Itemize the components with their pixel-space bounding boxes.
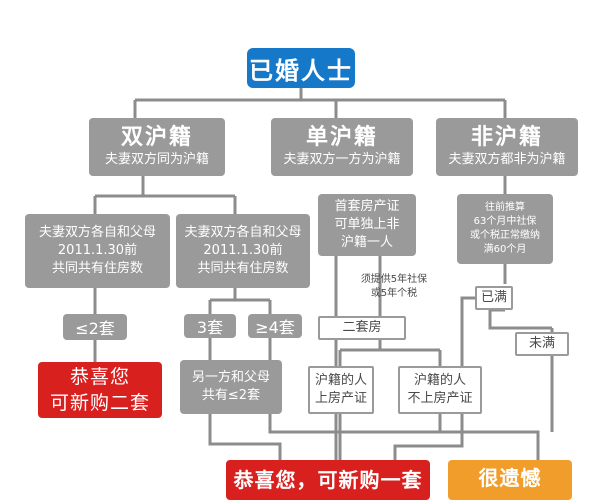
condition-single-second: 二套房: [318, 316, 406, 340]
flowchart: 已婚人士 双沪籍 夫妻双方同为沪籍 单沪籍 夫妻双方一方为沪籍 非沪籍 夫妻双方…: [25, 48, 578, 500]
condition-non-not-full: 未满: [515, 332, 569, 356]
result-sorry: 很遗憾: [448, 460, 572, 500]
condition-line: 共同共有住房数: [197, 261, 289, 276]
count-eq3: 3套: [184, 314, 236, 338]
condition-line: 或个税正常缴纳: [470, 230, 540, 241]
condition-line: 另一方和父母: [191, 370, 270, 385]
root-node: 已婚人士: [247, 48, 355, 88]
condition-double-left: 夫妻双方各自和父母 2011.1.30前 共同共有住房数: [25, 214, 170, 288]
result-line: 可新购二套: [49, 392, 150, 414]
condition-single-local: 沪籍的人 上房产证: [308, 366, 374, 414]
connector-lines: [93, 88, 554, 460]
condition-line: 上房产证: [314, 391, 367, 406]
connector-single-second: [338, 340, 442, 366]
condition-line: 往前推算: [485, 202, 525, 213]
condition-line: 共有≤2套: [201, 388, 261, 403]
note-line: 或5年个税: [370, 288, 418, 299]
condition-single-first: 首套房产证 可单独上非 沪籍一人: [318, 194, 416, 256]
condition-line: 2011.1.30前: [57, 243, 138, 258]
single-note: 须提供5年社保 或5年个税: [352, 270, 436, 304]
result-one-home: 恭喜您，可新购一套: [226, 460, 430, 500]
condition-line: 夫妻双方各自和父母: [184, 225, 302, 240]
condition-line: 夫妻双方各自和父母: [38, 225, 156, 240]
branch-desc: 夫妻双方都非为沪籍: [448, 152, 566, 167]
connector-non: [488, 176, 554, 432]
condition-line: 2011.1.30前: [203, 243, 283, 258]
branch-single-local: 单沪籍 夫妻双方一方为沪籍: [271, 118, 413, 176]
connector-non-full: [393, 296, 475, 460]
condition-line: 满60个月: [483, 244, 527, 255]
connector-double-right: [208, 288, 272, 314]
result-second-home: 恭喜您 可新购二套: [38, 362, 162, 418]
branch-desc: 夫妻双方一方为沪籍: [283, 152, 401, 167]
condition-line: 沪籍一人: [340, 235, 393, 250]
branch-desc: 夫妻双方同为沪籍: [104, 152, 209, 167]
connector-root: [133, 88, 507, 118]
condition-line: 可单独上非: [334, 217, 400, 232]
condition-non-full: 已满: [475, 286, 513, 310]
branch-title: 非沪籍: [470, 125, 543, 150]
count-ge4: ≥4套: [248, 314, 302, 338]
branch-title: 双沪籍: [120, 125, 193, 150]
condition-double-right: 夫妻双方各自和父母 2011.1.30前 共同共有住房数: [176, 214, 310, 288]
condition-line: 沪籍的人: [413, 373, 466, 388]
branch-double-local: 双沪籍 夫妻双方同为沪籍: [89, 118, 225, 176]
count-label: ≥4套: [255, 318, 295, 337]
condition-line: 首套房产证: [334, 199, 400, 214]
branch-title: 单沪籍: [305, 125, 378, 150]
branch-non-local: 非沪籍 夫妻双方都非为沪籍: [436, 118, 578, 176]
note-line: 须提供5年社保: [360, 274, 428, 285]
connector-single-first: [334, 256, 382, 460]
result-line: 恭喜您: [69, 366, 130, 388]
other-party-node: 另一方和父母 共有≤2套: [180, 360, 282, 414]
condition-label: 未满: [528, 336, 555, 351]
condition-non-local: 往前推算 63个月中社保 或个税正常缴纳 满60个月: [457, 194, 553, 264]
condition-label: 已满: [480, 290, 507, 305]
condition-label: 二套房: [342, 320, 382, 335]
condition-line: 63个月中社保: [473, 216, 537, 227]
result-line: 恭喜您，可新购一套: [233, 468, 423, 492]
condition-line: 共同共有住房数: [51, 261, 143, 276]
condition-single-nonlocal: 沪籍的人 不上房产证: [398, 366, 482, 414]
root-label: 已婚人士: [249, 56, 353, 85]
connector-eq3: [208, 338, 282, 460]
count-le2: ≤2套: [63, 314, 127, 340]
connector-double: [93, 176, 237, 214]
result-line: 很遗憾: [478, 466, 542, 490]
connector-single-outcomes: [338, 414, 442, 460]
count-label: 3套: [196, 318, 224, 337]
condition-line: 沪籍的人: [314, 373, 367, 388]
condition-line: 不上房产证: [407, 391, 473, 406]
count-label: ≤2套: [75, 319, 115, 338]
